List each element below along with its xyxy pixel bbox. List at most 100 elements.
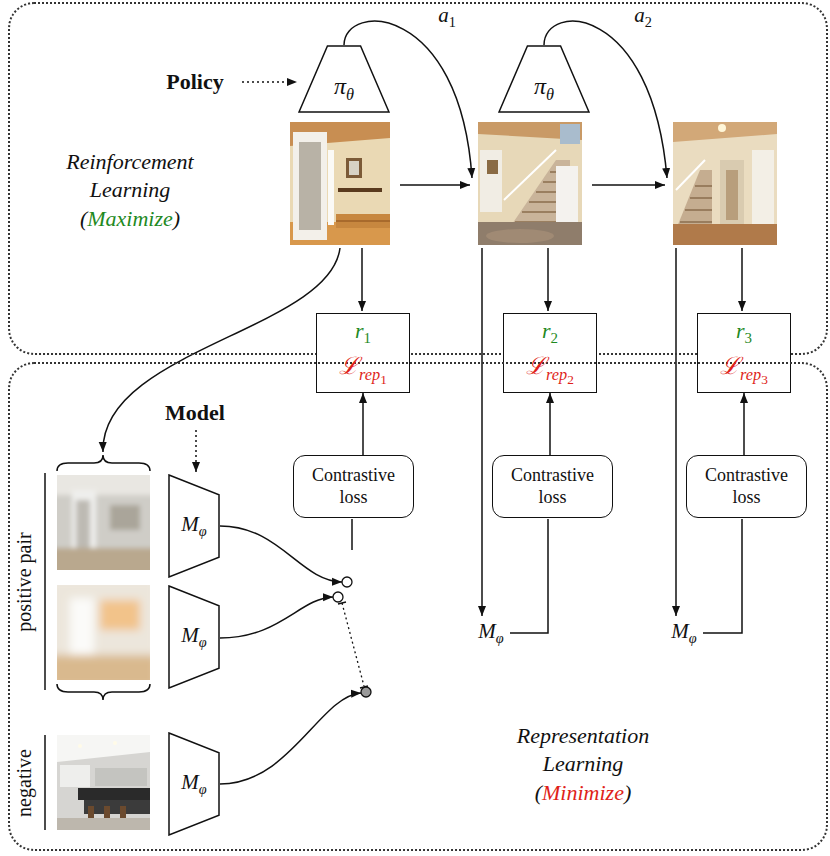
model-label: Mφ [478, 619, 503, 647]
flow-arrow [220, 526, 342, 582]
node-content: Mφ [168, 585, 220, 689]
policy-network: πθ [498, 45, 590, 113]
text-part: a [438, 3, 449, 27]
negative-view [57, 818, 150, 830]
reward-loss-text: r1 [355, 318, 371, 348]
text-part: ℒ [720, 353, 740, 379]
room-photo [290, 122, 390, 245]
augmented-view [57, 585, 150, 680]
model-network: Mφ [168, 732, 220, 836]
reward-loss-box: r1ℒrep1 [316, 313, 410, 393]
node-content: πθ [298, 45, 390, 113]
room-photo [349, 161, 359, 175]
flow-arrow [510, 519, 548, 633]
room-photo [328, 150, 334, 225]
room-photo [336, 220, 390, 222]
node-label: Mφ [181, 512, 206, 540]
text-part: ) [173, 206, 180, 231]
room-photo [299, 142, 321, 230]
node-label: Contrastive loss [500, 465, 605, 508]
room-photo [673, 122, 777, 142]
text-part: 1 [380, 372, 387, 387]
room-photo [560, 124, 580, 144]
trapezoid-shape [169, 586, 219, 688]
bracket [57, 455, 150, 471]
bracket [44, 735, 46, 830]
trapezoid-shape [299, 46, 389, 112]
region-title: (Minimize) [488, 779, 678, 807]
node-content: r2ℒrep2 [504, 314, 596, 392]
augmented-view [110, 505, 140, 530]
flow-arrow [220, 693, 361, 784]
trapezoid-shape [499, 46, 589, 112]
bracket [44, 473, 46, 690]
room-photo [478, 122, 582, 245]
reward-loss-text: r2 [542, 318, 558, 348]
text-part: 2 [551, 330, 558, 346]
contrastive-loss-box: Contrastive loss [492, 455, 613, 518]
node-content: Mφ [168, 732, 220, 836]
text-part: 3 [745, 330, 752, 346]
node-content: Mφ [168, 474, 220, 578]
flow-arrow [103, 21, 742, 784]
room-photo [673, 122, 777, 245]
text-part: φ [689, 630, 697, 646]
text-part: φ [199, 523, 207, 539]
room-photo [673, 122, 777, 245]
augmented-view [57, 475, 150, 495]
text-part: Minimize [542, 780, 624, 805]
bracket [45, 455, 150, 830]
room-photo [478, 222, 582, 245]
embedding-space [361, 687, 371, 697]
text-part: ( [535, 780, 542, 805]
room-photo [673, 224, 777, 245]
room-photo [336, 214, 390, 228]
augmented-view [57, 475, 150, 570]
region-title: (Maximize) [35, 205, 225, 233]
node-content: πθ [498, 45, 590, 113]
negative-view [57, 735, 150, 762]
text-part: r [542, 318, 551, 343]
text-part: M [671, 619, 689, 643]
reward-loss-text: ℒrep1 [339, 352, 387, 388]
region-panel: Representation Learning(Minimize)Contras… [8, 362, 828, 851]
room-photo [478, 122, 582, 245]
flow-arrow [703, 519, 742, 633]
negative-view [88, 806, 94, 820]
reward-loss-box: r2ℒrep2 [503, 313, 597, 393]
augmented-view [100, 600, 140, 630]
room-photo [487, 160, 498, 174]
node-label: Contrastive loss [694, 465, 799, 508]
node-content: r1ℒrep1 [317, 314, 409, 392]
room-photo [486, 229, 554, 243]
text-part: 1 [364, 330, 371, 346]
reward-loss-text: ℒrep3 [720, 352, 768, 388]
flow-arrow [351, 519, 353, 550]
flow-arrow [675, 248, 677, 616]
bracket [57, 684, 150, 700]
embedding-space [342, 577, 352, 587]
node-content: Contrastive loss [294, 456, 413, 517]
room-photo [504, 150, 556, 200]
model-label: Mφ [671, 619, 696, 647]
region-title: Reinforcement Learning [35, 148, 225, 203]
text-part: r [736, 318, 745, 343]
text-part: φ [199, 781, 207, 797]
section-heading: Model [165, 400, 225, 426]
text-part: 3 [761, 372, 768, 387]
augmented-view [57, 585, 150, 680]
contrastive-loss-box: Contrastive loss [686, 455, 807, 518]
text-part: π [534, 73, 546, 99]
section-heading: Policy [166, 69, 223, 95]
text-part: M [181, 770, 199, 794]
embedding-space [333, 592, 343, 602]
room-photo [480, 150, 502, 212]
text-part: M [181, 512, 199, 536]
room-photo [752, 150, 774, 228]
text-part: ℒ [339, 353, 359, 379]
reward-loss-box: r3ℒrep3 [697, 313, 791, 393]
negative-view [57, 735, 150, 830]
text-part: rep [359, 365, 380, 384]
node-content: r3ℒrep3 [698, 314, 790, 392]
